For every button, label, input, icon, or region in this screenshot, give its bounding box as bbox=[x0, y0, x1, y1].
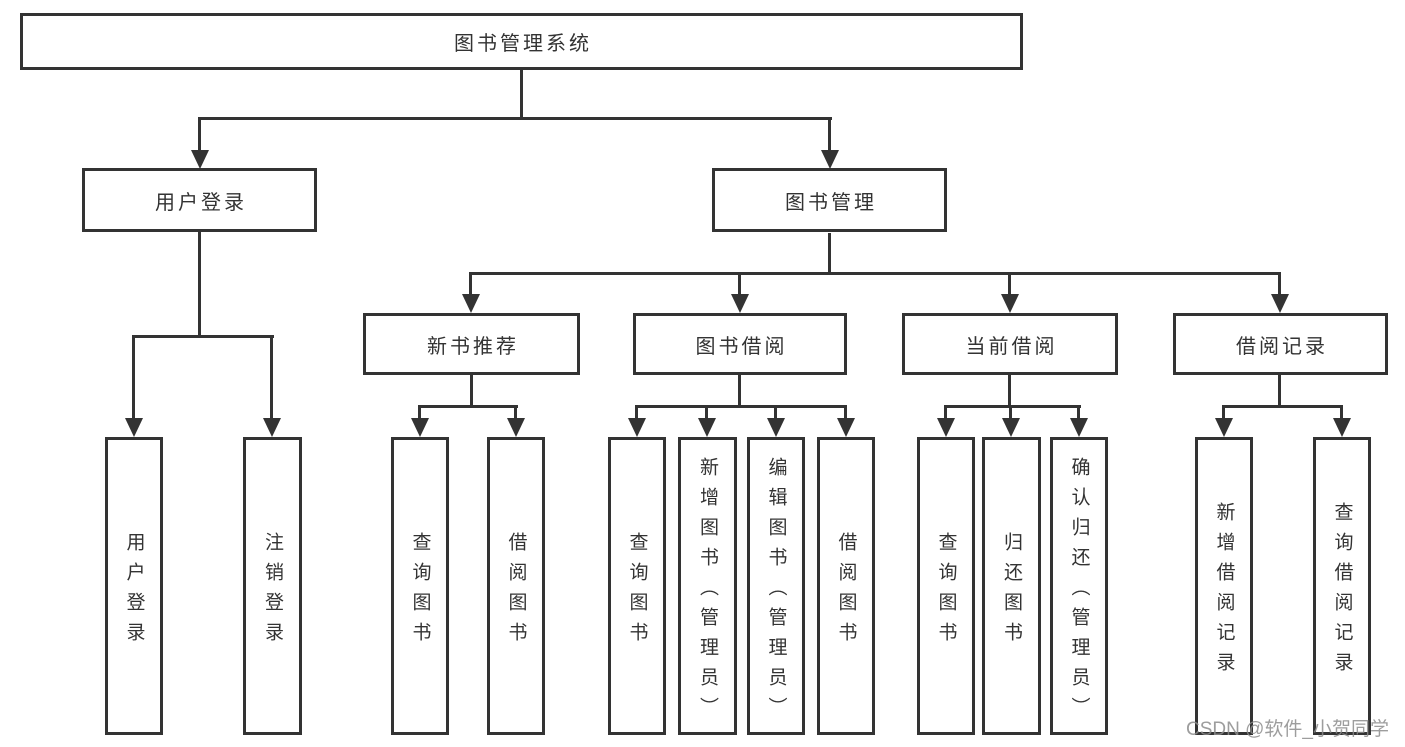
node-user-login-label: 用户登录 bbox=[155, 191, 247, 214]
node-user-login: 用户登录 bbox=[82, 168, 317, 232]
connector-line-vertical bbox=[1340, 405, 1343, 420]
connector-line-vertical bbox=[1278, 375, 1281, 405]
arrowhead-down-icon bbox=[411, 418, 429, 437]
connector-line-vertical bbox=[469, 272, 472, 297]
arrowhead-down-icon bbox=[767, 418, 785, 437]
node-new-book-recommend-label: 新书推荐 bbox=[427, 335, 519, 358]
connector-line-vertical bbox=[1077, 405, 1080, 420]
leaf-query-books-borrowing-label: 查询图书 bbox=[626, 531, 648, 652]
csdn-watermark: CSDN @软件_小贺同学 bbox=[1186, 719, 1389, 740]
arrowhead-down-icon bbox=[1070, 418, 1088, 437]
node-borrowing-records: 借阅记录 bbox=[1173, 313, 1388, 375]
connector-line-horizontal bbox=[1222, 405, 1343, 408]
connector-line-vertical bbox=[705, 405, 708, 420]
connector-line-vertical bbox=[828, 233, 831, 272]
arrowhead-down-icon bbox=[263, 418, 281, 437]
leaf-borrow-books-recommend-label: 借阅图书 bbox=[505, 531, 527, 652]
connector-line-vertical bbox=[1222, 405, 1225, 420]
arrowhead-down-icon bbox=[1333, 418, 1351, 437]
connector-line-vertical bbox=[520, 70, 523, 117]
node-book-borrowing: 图书借阅 bbox=[633, 313, 847, 375]
arrowhead-down-icon bbox=[837, 418, 855, 437]
arrowhead-down-icon bbox=[125, 418, 143, 437]
leaf-query-books-borrowing: 查询图书 bbox=[608, 437, 666, 735]
connector-line-vertical bbox=[828, 117, 831, 153]
leaf-add-borrow-record-label: 新增借阅记录 bbox=[1213, 501, 1235, 682]
connector-line-horizontal bbox=[635, 405, 847, 408]
leaf-return-books-label: 归还图书 bbox=[1001, 531, 1022, 652]
leaf-borrow-books-borrowing: 借阅图书 bbox=[817, 437, 875, 735]
arrowhead-down-icon bbox=[1001, 294, 1019, 313]
connector-line-vertical bbox=[418, 405, 421, 420]
leaf-edit-books-admin-label: 编辑图书（管理员） bbox=[765, 456, 787, 727]
arrowhead-down-icon bbox=[1002, 418, 1020, 437]
arrowhead-down-icon bbox=[821, 150, 839, 169]
connector-line-vertical bbox=[844, 405, 847, 420]
arrowhead-down-icon bbox=[698, 418, 716, 437]
leaf-query-borrow-record-label: 查询借阅记录 bbox=[1331, 501, 1353, 682]
connector-line-horizontal bbox=[132, 335, 274, 338]
connector-line-vertical bbox=[132, 335, 135, 420]
connector-line-horizontal bbox=[418, 405, 518, 408]
connector-line-vertical bbox=[198, 232, 201, 335]
connector-line-vertical bbox=[635, 405, 638, 420]
leaf-query-books-recommend: 查询图书 bbox=[391, 437, 449, 735]
connector-line-vertical bbox=[738, 375, 741, 405]
connector-line-vertical bbox=[470, 375, 473, 405]
arrowhead-down-icon bbox=[1271, 294, 1289, 313]
arrowhead-down-icon bbox=[191, 150, 209, 169]
connector-line-vertical bbox=[270, 335, 273, 420]
leaf-user-login-label: 用户登录 bbox=[123, 531, 145, 652]
node-borrowing-records-label: 借阅记录 bbox=[1236, 335, 1328, 358]
leaf-add-borrow-record: 新增借阅记录 bbox=[1195, 437, 1253, 735]
node-book-management-label: 图书管理 bbox=[785, 191, 877, 214]
node-root: 图书管理系统 bbox=[20, 13, 1023, 70]
connector-line-vertical bbox=[198, 117, 201, 153]
connector-line-vertical bbox=[514, 405, 517, 420]
leaf-borrow-books-recommend: 借阅图书 bbox=[487, 437, 545, 735]
arrowhead-down-icon bbox=[507, 418, 525, 437]
leaf-query-books-current: 查询图书 bbox=[917, 437, 975, 735]
connector-line-vertical bbox=[944, 405, 947, 420]
leaf-confirm-return-admin: 确认归还（管理员） bbox=[1050, 437, 1108, 735]
connector-line-vertical bbox=[1008, 375, 1011, 405]
leaf-user-login: 用户登录 bbox=[105, 437, 163, 735]
arrowhead-down-icon bbox=[462, 294, 480, 313]
connector-line-horizontal bbox=[198, 117, 832, 120]
leaf-return-books: 归还图书 bbox=[982, 437, 1041, 735]
arrowhead-down-icon bbox=[1215, 418, 1233, 437]
leaf-edit-books-admin: 编辑图书（管理员） bbox=[747, 437, 805, 735]
connector-line-horizontal bbox=[469, 272, 1281, 275]
connector-line-vertical bbox=[1278, 272, 1281, 297]
node-book-management: 图书管理 bbox=[712, 168, 947, 232]
connector-line-vertical bbox=[1009, 405, 1012, 420]
leaf-query-borrow-record: 查询借阅记录 bbox=[1313, 437, 1371, 735]
leaf-borrow-books-borrowing-label: 借阅图书 bbox=[835, 531, 857, 652]
connector-line-vertical bbox=[774, 405, 777, 420]
node-new-book-recommend: 新书推荐 bbox=[363, 313, 580, 375]
leaf-logout: 注销登录 bbox=[243, 437, 302, 735]
node-book-borrowing-label: 图书借阅 bbox=[695, 335, 788, 358]
connector-line-vertical bbox=[738, 272, 741, 297]
leaf-query-books-recommend-label: 查询图书 bbox=[409, 531, 431, 652]
connector-line-horizontal bbox=[944, 405, 1081, 408]
node-root-label: 图书管理系统 bbox=[454, 33, 592, 55]
node-current-borrowing: 当前借阅 bbox=[902, 313, 1118, 375]
arrowhead-down-icon bbox=[937, 418, 955, 437]
arrowhead-down-icon bbox=[628, 418, 646, 437]
connector-line-vertical bbox=[1008, 272, 1011, 297]
leaf-query-books-current-label: 查询图书 bbox=[935, 531, 957, 652]
leaf-logout-label: 注销登录 bbox=[262, 531, 283, 652]
node-current-borrowing-label: 当前借阅 bbox=[965, 335, 1058, 358]
leaf-add-books-admin-label: 新增图书（管理员） bbox=[697, 456, 718, 727]
leaf-confirm-return-admin-label: 确认归还（管理员） bbox=[1068, 456, 1090, 727]
arrowhead-down-icon bbox=[731, 294, 749, 313]
leaf-add-books-admin: 新增图书（管理员） bbox=[678, 437, 737, 735]
